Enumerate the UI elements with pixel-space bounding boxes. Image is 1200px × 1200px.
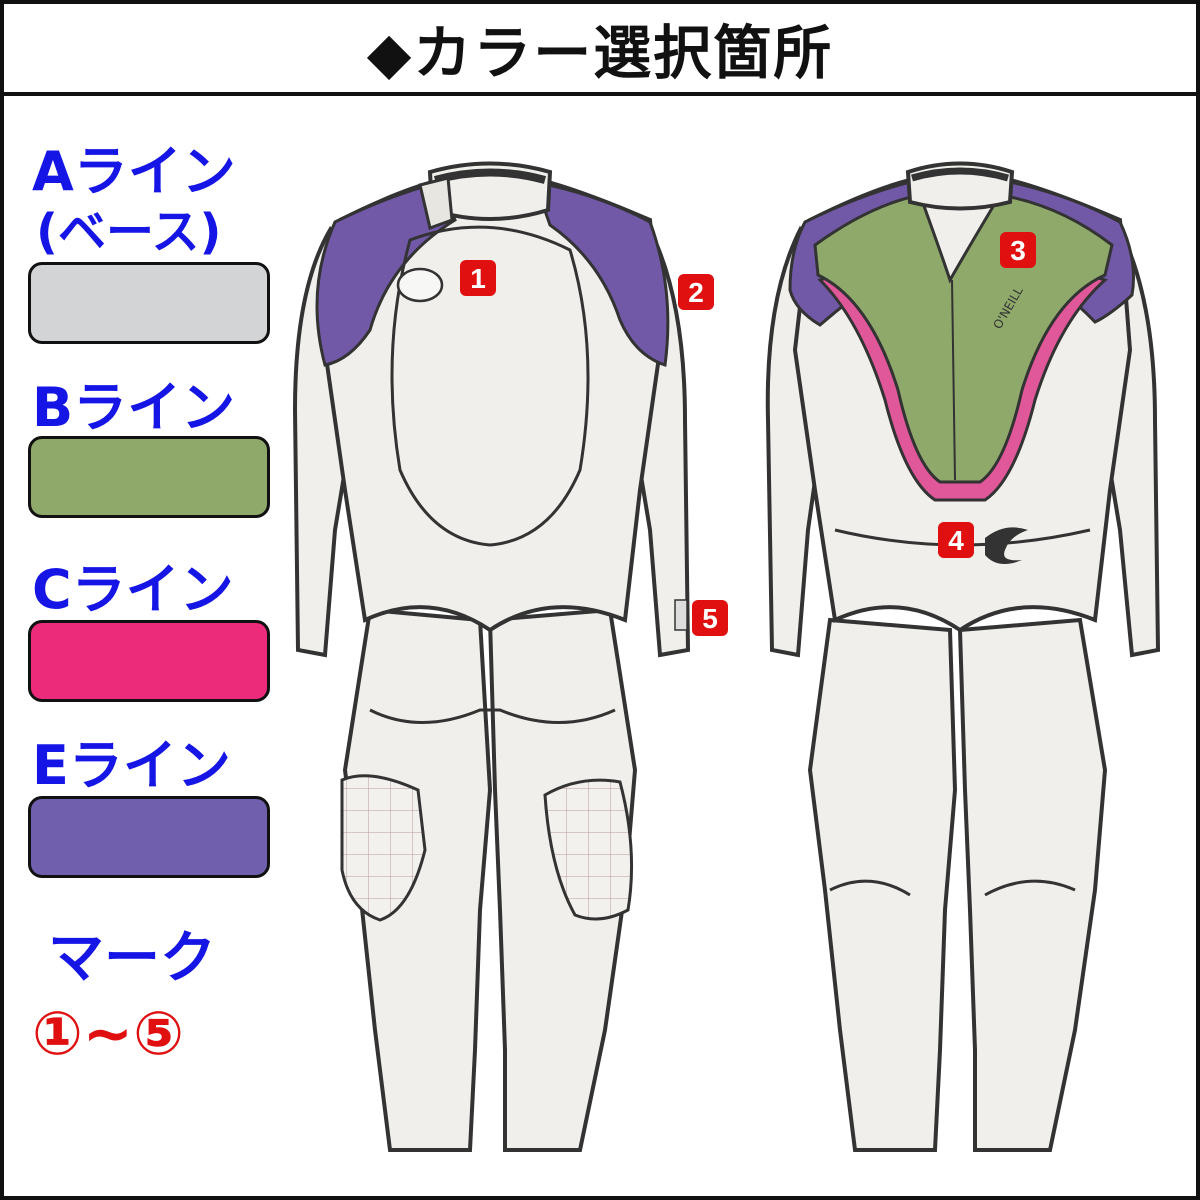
- front-chest-logo-icon: [396, 267, 444, 303]
- marker-1-number: 1: [470, 263, 486, 294]
- back-suit: O'NEILL 3 4: [765, 161, 1161, 1152]
- swatch-e-line[interactable]: [28, 796, 270, 878]
- marker-4[interactable]: 4: [938, 522, 974, 558]
- back-left-calf-seam: [829, 879, 911, 897]
- marker-2[interactable]: 2: [678, 274, 714, 310]
- mark-label: マーク: [48, 926, 216, 991]
- front-left-shoulder-panel: [315, 180, 457, 367]
- front-collar-tab: [418, 176, 454, 230]
- front-left-kneepad: [340, 774, 427, 922]
- back-right-leg: [957, 617, 1108, 1152]
- legend-a-text: Aライン: [32, 140, 236, 203]
- marker-4-number: 4: [948, 525, 964, 556]
- front-chest-seam: [390, 225, 590, 547]
- front-right-shoulder-panel: [532, 180, 670, 367]
- swatch-a-line[interactable]: [28, 262, 270, 344]
- front-suit: 1 2 5: [292, 161, 728, 1152]
- marker-3[interactable]: 3: [1000, 232, 1036, 268]
- marker-5-number: 5: [702, 603, 718, 634]
- back-center-seam: [951, 279, 956, 481]
- back-left-leg: [807, 617, 958, 1152]
- marker-5[interactable]: 5: [692, 600, 728, 636]
- legend-sublabel-a: (ベース): [36, 204, 222, 260]
- legend-label-b: Bライン: [32, 376, 236, 439]
- wetsuit-diagram: 1 2 5: [292, 161, 1161, 1152]
- front-hip-seam: [369, 708, 616, 724]
- back-logo-icon: [985, 527, 1028, 564]
- swatch-c-line[interactable]: [28, 620, 270, 702]
- marker-1[interactable]: 1: [460, 260, 496, 296]
- mark-range: ①~⑤: [32, 999, 184, 1069]
- swatch-b-line[interactable]: [28, 436, 270, 518]
- back-neck-cutout: [918, 194, 1002, 284]
- title-bar: ◆カラー選択箇所: [4, 4, 1196, 96]
- front-cuff-tag: [674, 599, 688, 631]
- legend-label-e: Eライン: [32, 734, 231, 797]
- back-right-calf-seam: [984, 879, 1076, 897]
- legend-label-c: Cライン: [32, 558, 234, 621]
- front-right-kneepad: [543, 778, 634, 921]
- legend-label-a: Aライン: [32, 144, 236, 200]
- back-collar-band: [911, 167, 1009, 182]
- page-title: ◆カラー選択箇所: [366, 19, 834, 87]
- marker-3-number: 3: [1010, 235, 1026, 266]
- marker-2-number: 2: [688, 277, 704, 308]
